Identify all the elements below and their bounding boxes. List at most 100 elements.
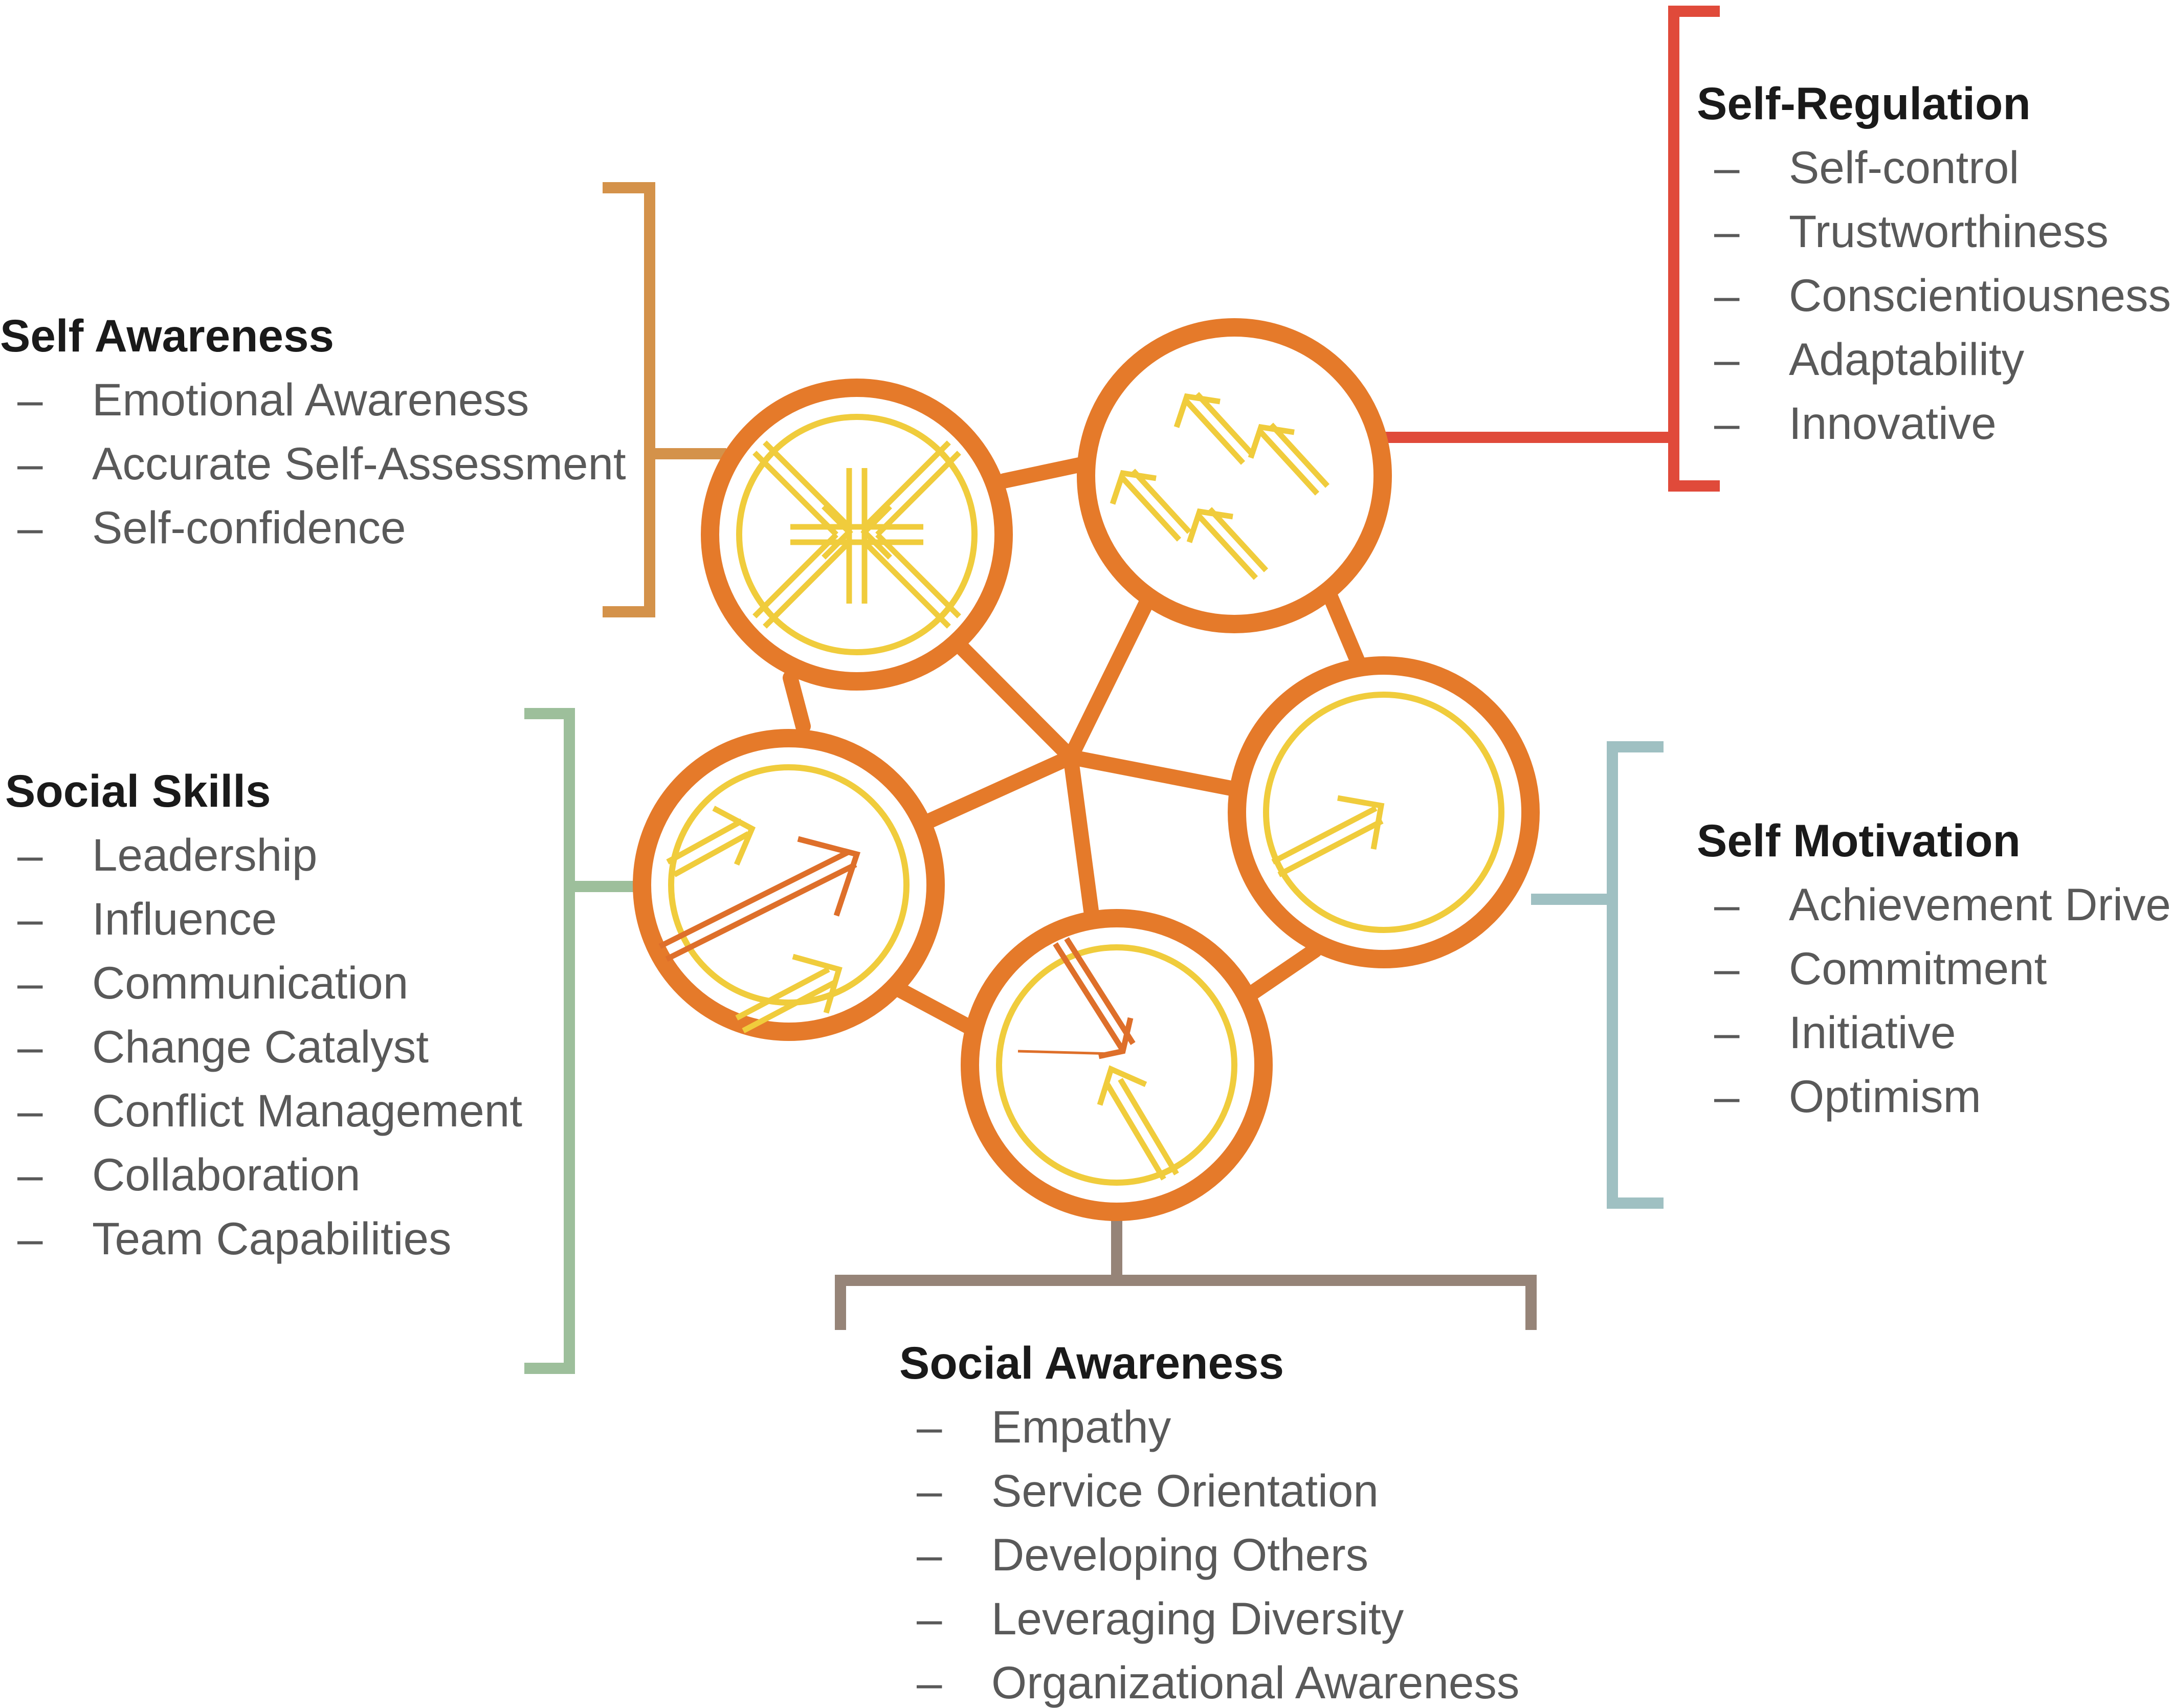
group-title: Social Skills — [5, 765, 271, 816]
bracket-social-awareness — [835, 1215, 1537, 1330]
list-item: –Empathy — [899, 1404, 1519, 1450]
item-label: Empathy — [991, 1401, 1171, 1452]
circle-self-regulation — [1077, 318, 1392, 633]
list-item: –Achievement Drive — [1697, 882, 2171, 927]
dash-bullet: – — [17, 829, 43, 880]
item-label: Commitment — [1789, 943, 2047, 994]
circle-self-awareness — [701, 379, 1013, 691]
dash-bullet: – — [17, 374, 43, 425]
list-item: –Trustworthiness — [1697, 209, 2171, 254]
group-social-awareness: Social Awareness –Empathy –Service Orien… — [899, 1340, 1519, 1705]
list-item: –Change Catalyst — [0, 1024, 522, 1070]
item-list: –Leadership –Influence –Communication –C… — [0, 832, 522, 1261]
list-item: –Service Orientation — [899, 1468, 1519, 1514]
item-label: Adaptability — [1789, 334, 2025, 385]
item-label: Initiative — [1789, 1007, 1956, 1058]
group-title: Self Awareness — [0, 310, 335, 361]
item-label: Self-confidence — [92, 502, 406, 553]
group-title: Social Awareness — [899, 1337, 1284, 1388]
group-social-skills: Social Skills –Leadership –Influence –Co… — [5, 768, 522, 1261]
dash-bullet: – — [917, 1593, 942, 1644]
list-item: –Initiative — [1697, 1010, 2171, 1055]
item-label: Leveraging Diversity — [991, 1593, 1404, 1644]
item-label: Innovative — [1789, 397, 1997, 449]
group-self-regulation: Self-Regulation –Self-control –Trustwort… — [1697, 81, 2171, 446]
bracket-self-awareness — [603, 182, 726, 617]
item-label: Accurate Self-Assessment — [92, 438, 626, 489]
list-item: –Team Capabilities — [0, 1216, 522, 1261]
item-list: –Self-control –Trustworthiness –Conscien… — [1697, 145, 2171, 446]
item-label: Achievement Drive — [1789, 879, 2171, 930]
bracket-self-regulation — [1380, 6, 1720, 492]
meeting-arrows-icon — [1017, 937, 1179, 1181]
list-item: –Developing Others — [899, 1532, 1519, 1578]
ring-connections — [783, 455, 1366, 1039]
list-item: –Conflict Management — [0, 1088, 522, 1134]
dash-bullet: – — [917, 1657, 942, 1708]
group-title: Self-Regulation — [1697, 78, 2031, 129]
item-label: Collaboration — [92, 1149, 361, 1200]
group-self-motivation: Self Motivation –Achievement Drive –Comm… — [1697, 818, 2171, 1119]
item-list: –Empathy –Service Orientation –Developin… — [899, 1404, 1519, 1705]
item-label: Self-control — [1789, 142, 2020, 193]
dash-bullet: – — [17, 893, 43, 944]
list-item: –Influence — [0, 896, 522, 942]
item-label: Emotional Awareness — [92, 374, 529, 425]
circle-social-awareness — [961, 909, 1273, 1221]
forward-arrow-icon — [1271, 795, 1385, 877]
item-label: Communication — [92, 957, 409, 1008]
list-item: –Emotional Awareness — [0, 377, 626, 423]
list-item: –Innovative — [1697, 401, 2171, 446]
dash-bullet: – — [1714, 397, 1740, 449]
dash-bullet: – — [1714, 270, 1740, 321]
list-item: –Self-confidence — [0, 505, 626, 550]
item-label: Influence — [92, 893, 277, 944]
list-item: –Accurate Self-Assessment — [0, 441, 626, 486]
dash-bullet: – — [17, 1085, 43, 1136]
dash-bullet: – — [917, 1465, 942, 1516]
list-item: –Leveraging Diversity — [899, 1596, 1519, 1642]
bracket-self-motivation — [1531, 741, 1664, 1209]
list-item: –Conscientiousness — [1697, 273, 2171, 318]
dash-bullet: – — [1714, 879, 1740, 930]
dash-bullet: – — [1714, 943, 1740, 994]
dash-bullet: – — [17, 1213, 43, 1264]
item-label: Leadership — [92, 829, 318, 880]
dash-bullet: – — [1714, 1071, 1740, 1122]
list-item: –Organizational Awareness — [899, 1660, 1519, 1705]
list-item: –Leadership — [0, 832, 522, 878]
bracket-social-skills — [524, 708, 637, 1374]
dash-bullet: – — [17, 1149, 43, 1200]
list-item: –Self-control — [1697, 145, 2171, 190]
circle-self-motivation — [1228, 656, 1540, 968]
dash-bullet: – — [917, 1401, 942, 1452]
item-list: –Achievement Drive –Commitment –Initiati… — [1697, 882, 2171, 1119]
dash-bullet: – — [17, 438, 43, 489]
dash-bullet: – — [1714, 334, 1740, 385]
item-label: Conscientiousness — [1789, 270, 2171, 321]
item-label: Change Catalyst — [92, 1021, 429, 1072]
dash-bullet: – — [917, 1529, 942, 1580]
dash-bullet: – — [17, 1021, 43, 1072]
item-label: Conflict Management — [92, 1085, 522, 1136]
dash-bullet: – — [1714, 1007, 1740, 1058]
item-label: Service Orientation — [991, 1465, 1379, 1516]
dash-bullet: – — [17, 957, 43, 1008]
rising-arrows-icon — [1110, 392, 1330, 580]
item-label: Organizational Awareness — [991, 1657, 1520, 1708]
item-label: Developing Others — [991, 1529, 1369, 1580]
list-item: –Communication — [0, 960, 522, 1006]
item-label: Optimism — [1789, 1071, 1981, 1122]
group-self-awareness: Self Awareness –Emotional Awareness –Acc… — [0, 313, 626, 550]
list-item: –Adaptability — [1697, 337, 2171, 382]
dash-bullet: – — [17, 502, 43, 553]
converging-arrows-icon — [752, 440, 961, 629]
dash-bullet: – — [1714, 206, 1740, 257]
item-label: Trustworthiness — [1789, 206, 2109, 257]
item-list: –Emotional Awareness –Accurate Self-Asse… — [0, 377, 626, 550]
circle-social-skills — [633, 729, 945, 1041]
list-item: –Commitment — [1697, 946, 2171, 991]
item-label: Team Capabilities — [92, 1213, 452, 1264]
list-item: –Optimism — [1697, 1074, 2171, 1119]
